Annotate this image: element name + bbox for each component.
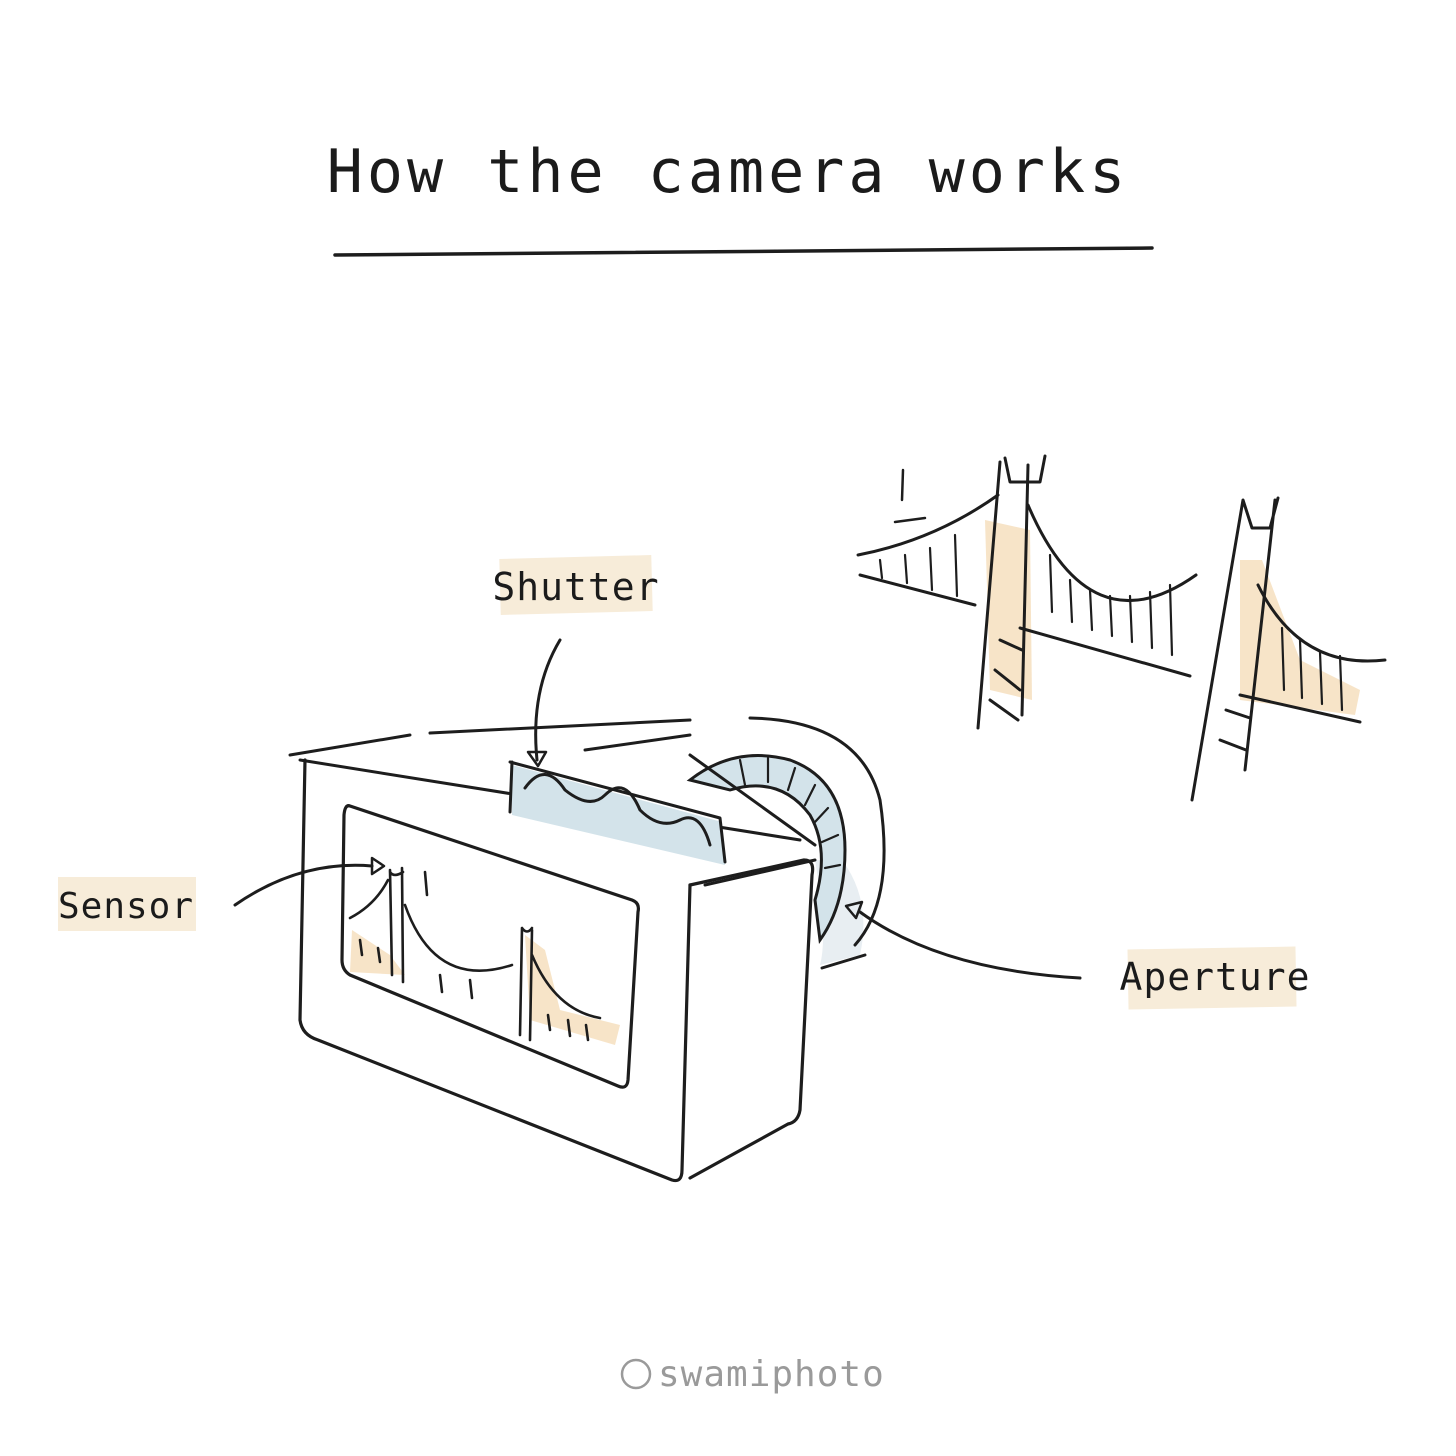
bridge-hangers [878, 533, 1344, 712]
shutter-callout: Shutter [492, 555, 659, 768]
sensor-arrowhead [370, 856, 386, 876]
aperture-arrowhead [844, 900, 864, 920]
sensor-image-bridge [348, 866, 602, 1042]
shutter-arrowhead [526, 750, 548, 768]
bridge-flicks [893, 468, 927, 524]
shutter-arrow [534, 638, 562, 762]
sensor-label-highlight [58, 877, 196, 931]
aperture-blade-lines [738, 756, 842, 870]
bridge-cable-right [1256, 583, 1387, 663]
camera-front [298, 758, 692, 1183]
diagram-title: How the camera works [327, 137, 1129, 207]
sensor-image-shade [350, 930, 620, 1045]
bridge-scene [856, 454, 1387, 802]
title-underline [333, 246, 1154, 257]
sensor-arrow [233, 863, 374, 907]
sensor-label: Sensor [58, 886, 194, 927]
left-tower [976, 454, 1047, 730]
bridge-cable-left [856, 493, 1000, 557]
aperture-label: Aperture [1119, 955, 1310, 999]
bridge-shade-left [985, 520, 1032, 700]
shutter-wave [523, 773, 712, 847]
shutter-label: Shutter [492, 565, 659, 609]
aperture-callout: Aperture [844, 900, 1310, 1010]
camera-side [688, 858, 815, 1180]
right-tower [1190, 496, 1280, 802]
sensor-frame [340, 804, 640, 1089]
sensor-callout: Sensor [58, 856, 386, 931]
camera-top-edge [288, 718, 692, 757]
aperture-label-highlight [1127, 946, 1297, 1010]
copyright-circle [620, 1358, 652, 1390]
bridge-deck [858, 573, 1362, 724]
aperture-arrow [858, 910, 1082, 980]
bridge-shade-right [1240, 560, 1360, 715]
credit-text: swamiphoto [658, 1354, 885, 1395]
credit: © swamiphoto [620, 1354, 885, 1395]
lens-barrel [748, 716, 886, 970]
shutter-label-highlight [499, 555, 653, 615]
camera [288, 716, 886, 1183]
shutter-frame [508, 760, 727, 864]
